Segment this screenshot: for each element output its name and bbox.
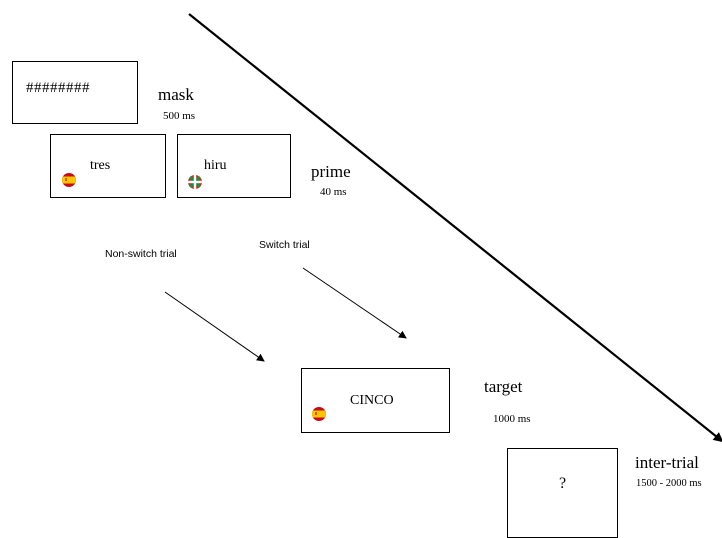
mask-screen: ######## — [12, 61, 138, 124]
target-word: CINCO — [350, 393, 394, 408]
time-arrow — [188, 13, 722, 443]
inter-trial-content: ? — [559, 475, 567, 492]
target-label: target — [484, 377, 523, 396]
non-switch-trial-label: Non-switch trial — [105, 248, 177, 260]
inter-trial-duration: 1500 - 2000 ms — [636, 478, 702, 489]
mask-content: ######## — [26, 80, 90, 96]
target-screen: CINCO — [301, 368, 450, 433]
mask-label: mask — [158, 85, 194, 104]
ikurrina-flag-icon — [188, 175, 202, 189]
switch-trial-label: Switch trial — [259, 239, 310, 251]
prime-duration: 40 ms — [320, 186, 347, 198]
non-switch-arrow — [164, 291, 265, 362]
spain-flag-icon — [62, 173, 76, 187]
mask-duration: 500 ms — [163, 110, 196, 122]
prime-screen-spanish: tres — [50, 134, 166, 198]
prime-spanish-word: tres — [90, 158, 111, 173]
switch-arrow — [302, 267, 407, 339]
prime-label: prime — [311, 162, 351, 181]
inter-trial-screen: ? — [507, 448, 618, 538]
target-duration: 1000 ms — [493, 413, 531, 425]
spain-flag-icon — [312, 407, 326, 421]
inter-trial-label: inter-trial — [635, 453, 699, 472]
prime-screen-basque: hiru — [177, 134, 291, 198]
prime-basque-word: hiru — [204, 158, 227, 173]
